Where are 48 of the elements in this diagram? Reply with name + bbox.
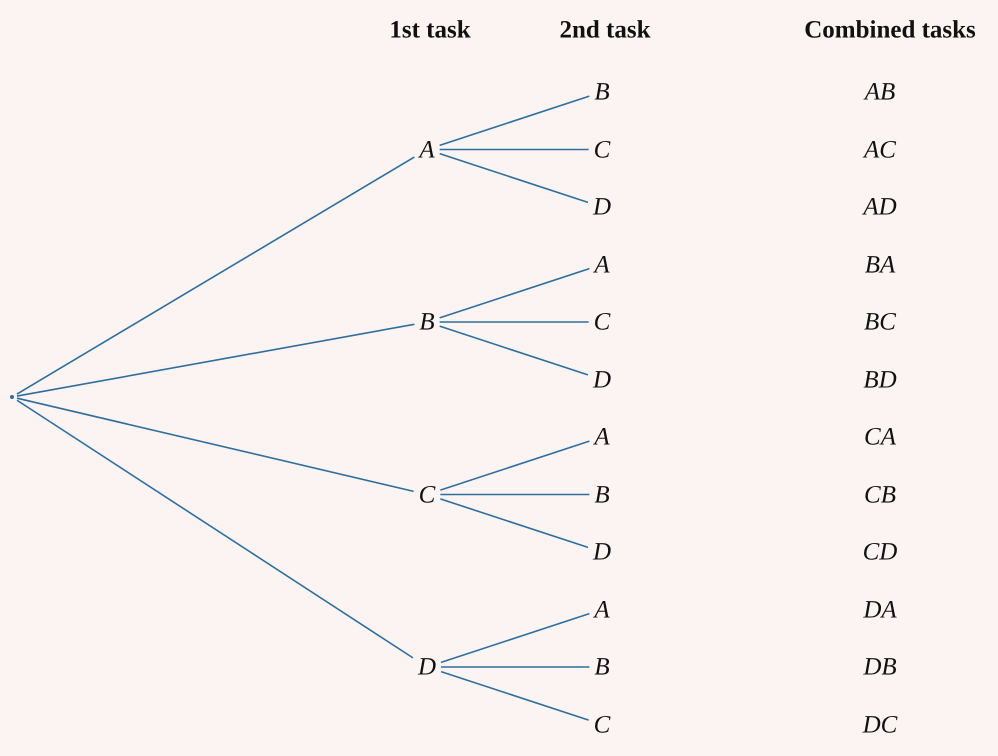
tree-branch: [16, 324, 414, 397]
second-task-letter: B: [592, 80, 612, 104]
second-task-letter: B: [592, 482, 612, 507]
second-task-letter: D: [590, 194, 614, 220]
combined-task-label: DC: [862, 712, 898, 737]
tree-branch: [440, 498, 588, 548]
tree-branch: [440, 670, 589, 721]
tree-branch: [440, 148, 589, 150]
combined-task-label: BA: [864, 252, 896, 277]
tree-branch: [440, 321, 589, 323]
tree-branch: [439, 152, 588, 204]
tree-branch: [439, 95, 590, 146]
column-header: 2nd task: [560, 18, 650, 42]
combined-task-label: AB: [864, 80, 896, 104]
column-header: Combined tasks: [804, 18, 976, 42]
branch-point: [10, 395, 14, 399]
combined-task-label: AD: [863, 194, 897, 220]
second-task-letter: A: [592, 252, 612, 277]
tree-branch: [16, 156, 415, 395]
tree-branch: [441, 666, 590, 668]
tree-branch: [16, 397, 414, 492]
second-task-letter: D: [590, 367, 614, 392]
column-header: 1st task: [389, 18, 471, 42]
tree-branch: [440, 440, 590, 491]
combined-task-label: CB: [864, 482, 896, 507]
second-task-letter: D: [590, 540, 614, 564]
combined-task-label: BD: [863, 367, 897, 392]
tree-branch: [439, 268, 590, 319]
combined-task-label: DA: [863, 597, 897, 622]
combined-task-label: CD: [862, 540, 898, 564]
first-task-letter: D: [416, 654, 438, 680]
tree-branch: [440, 612, 590, 664]
first-task-letter: B: [417, 310, 437, 334]
second-task-letter: C: [592, 137, 612, 162]
tree-branch: [16, 400, 414, 659]
tree-branch: [440, 494, 590, 496]
first-task-letter: A: [417, 137, 437, 162]
second-task-letter: B: [592, 654, 612, 680]
second-task-letter: C: [592, 310, 612, 334]
combined-task-label: BC: [864, 310, 896, 334]
second-task-letter: A: [592, 424, 612, 450]
combined-task-label: DB: [863, 654, 897, 680]
second-task-letter: A: [592, 597, 612, 622]
combined-task-label: CA: [864, 424, 896, 450]
second-task-letter: C: [592, 712, 612, 737]
combined-task-label: AC: [864, 137, 896, 162]
tree-branch: [439, 325, 588, 376]
first-task-letter: C: [416, 482, 438, 507]
